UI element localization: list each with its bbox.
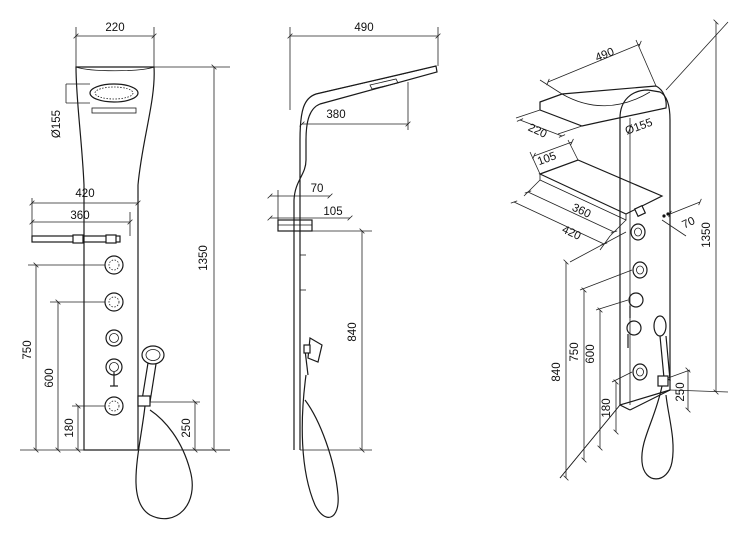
handshower-icon [135, 345, 193, 520]
dim-front-jet2-height: 600 [44, 368, 56, 387]
iso-panel-outline [619, 89, 671, 406]
body-jet-icon [104, 255, 124, 275]
dim-front-jet1-height: 750 [22, 340, 34, 359]
diverter-knob-icon [628, 292, 644, 318]
body-jet-icon [104, 292, 124, 312]
body-jet-icon [632, 261, 648, 279]
dim-side-top-depth: 490 [354, 22, 373, 34]
mixer-knob-icon [105, 358, 123, 387]
side-view: 490 380 70 105 840 [267, 22, 441, 518]
dim-iso-shelf-width: 420 [560, 224, 582, 243]
iso-dimensions: 490 220 Ø155 105 360 420 70 1350 [510, 19, 729, 481]
side-panel-outline [293, 65, 438, 450]
dim-iso-shelf-offset: 105 [536, 150, 558, 168]
front-view: 220 1350 Ø155 420 360 750 600 18 [20, 22, 230, 520]
front-dimensions: 220 1350 Ø155 420 360 750 600 18 [20, 22, 230, 453]
dim-iso-shelf-inner: 360 [570, 202, 592, 221]
side-dimensions: 490 380 70 105 840 [267, 22, 441, 453]
dim-iso-head-diameter: Ø155 [624, 117, 655, 138]
dim-iso-width-top: 220 [526, 122, 548, 141]
dim-side-shelf-offset: 105 [323, 206, 342, 218]
diverter-knob-icon [105, 329, 123, 347]
dim-front-jet3-height: 180 [64, 418, 76, 437]
dim-iso-shelf-depth: 70 [680, 215, 697, 231]
rain-head-icon [89, 83, 139, 103]
iso-view: 490 220 Ø155 105 360 420 70 1350 [510, 19, 729, 481]
handshower-icon [641, 315, 674, 480]
dim-iso-mid-height: 840 [551, 362, 563, 381]
dim-front-shelf-inner: 360 [70, 210, 89, 222]
handshower-icon [301, 337, 339, 518]
dim-iso-handshower-height: 250 [675, 382, 687, 401]
body-jet-icon [632, 363, 648, 381]
dim-side-mid-height: 840 [347, 322, 359, 341]
dim-front-height-total: 1350 [198, 245, 210, 271]
front-panel-outline [75, 66, 155, 451]
dim-iso-jet2-height: 600 [585, 344, 597, 363]
dim-side-head-depth: 380 [326, 109, 345, 121]
mixer-knob-icon [626, 320, 642, 348]
dim-iso-jet3-height: 180 [601, 398, 613, 417]
body-jet-icon [104, 396, 124, 416]
body-jet-icon [630, 223, 646, 241]
dim-iso-jet1-height: 750 [569, 342, 581, 361]
dim-front-width-top: 220 [105, 22, 124, 34]
dim-front-head-diameter: Ø155 [51, 110, 63, 138]
dim-iso-top-depth: 490 [594, 46, 616, 64]
dim-front-shelf-width: 420 [75, 188, 94, 200]
side-shelf [277, 219, 313, 232]
dim-front-handshower-height: 250 [181, 418, 193, 437]
dim-side-shelf-depth: 70 [311, 183, 324, 195]
dim-iso-height-total: 1350 [701, 222, 713, 248]
iso-top-head [539, 85, 667, 127]
